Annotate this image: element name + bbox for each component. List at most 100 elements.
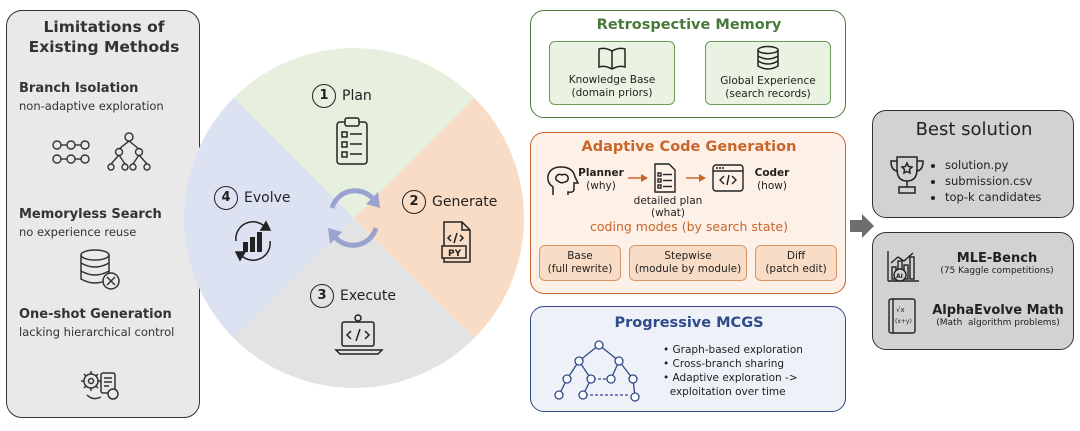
knowledge-base-card: Knowledge Base (domain priors) <box>549 41 675 105</box>
best-item-3: top-k candidates <box>945 189 1041 205</box>
mcgs-bullet-2-text: Cross-branch sharing <box>672 358 785 370</box>
mode-stepwise: Stepwise (module by module) <box>629 245 747 281</box>
python-file-icon: PY <box>441 221 471 263</box>
mcgs-bullet-1-text: Graph-based exploration <box>672 344 803 356</box>
detailed-plan-label: detailed plan (what) <box>629 195 707 219</box>
mle-bench-title: MLE-Bench <box>956 251 1038 266</box>
alphaevolve-title: AlphaEvolve Math <box>932 303 1064 318</box>
mode-diff: Diff (patch edit) <box>755 245 837 281</box>
global-experience-line2: (search records) <box>725 88 811 100</box>
mode-diff-name: Diff <box>786 250 806 262</box>
step-plan-number: 1 <box>312 84 336 108</box>
memoryless-search-heading: Memoryless Search <box>19 207 162 222</box>
mcgs-bullet-2: • Cross-branch sharing <box>663 358 785 370</box>
mode-base-desc: (full rewrite) <box>547 263 613 275</box>
best-solution-box: Best solution solution.py submission.csv… <box>872 110 1074 218</box>
code-window-icon <box>712 164 744 192</box>
trophy-icon <box>890 156 924 194</box>
branch-isolation-sub: non-adaptive exploration <box>19 99 164 113</box>
progressive-mcgs-box: Progressive MCGS • Graph-based explorati… <box>530 306 846 412</box>
mcgs-bullet-4-text: exploitation over time <box>669 386 786 398</box>
knowledge-base-line1: Knowledge Base <box>568 74 656 86</box>
step-generate: 2 Generate <box>402 190 497 214</box>
database-icon <box>757 45 779 70</box>
cycle-diagram <box>184 48 524 388</box>
one-shot-sub: lacking hierarchical control <box>19 325 175 339</box>
mle-bench: MLE-Bench (75 Kaggle competitions) <box>927 251 1067 276</box>
generate-sector <box>354 97 524 339</box>
mode-base-name: Base <box>567 250 593 262</box>
retrospective-memory-box: Retrospective Memory Knowledge Base (dom… <box>530 10 846 118</box>
svg-text:(x+y): (x+y) <box>895 318 912 325</box>
limitations-title-line2: Existing Methods <box>28 38 180 56</box>
step-execute-number: 3 <box>310 284 334 308</box>
adaptive-code-generation-box: Adaptive Code Generation Planner (why) d… <box>530 132 846 294</box>
flow-arrow-icon <box>850 214 874 238</box>
limitations-title: Limitations of Existing Methods <box>7 17 201 57</box>
coding-modes-title: coding modes (by search state) <box>590 219 788 234</box>
detailed-plan-line2: (what) <box>651 207 685 219</box>
mcgs-bullet-3-text: Adaptive exploration -> <box>672 372 798 384</box>
math-book-icon: √x (x+y) <box>888 298 916 334</box>
adaptive-title: Adaptive Code Generation <box>581 139 797 155</box>
mcgs-bullet-4: exploitation over time <box>663 385 803 399</box>
step-plan: 1 Plan <box>312 84 372 108</box>
detailed-plan-line1: detailed plan <box>633 195 703 207</box>
cycle-arrows-icon <box>329 188 379 248</box>
step-generate-number: 2 <box>402 190 426 214</box>
evolve-growth-icon <box>234 220 272 262</box>
mcgs-title: Progressive MCGS <box>614 315 764 331</box>
clipboard-icon <box>336 117 368 165</box>
book-icon <box>598 47 626 70</box>
global-experience-card: Global Experience (search records) <box>705 41 831 105</box>
step-generate-label: Generate <box>432 194 498 210</box>
branch-graph-icon <box>52 132 151 171</box>
evolve-sector <box>184 97 354 339</box>
retrospective-title: Retrospective Memory <box>596 17 782 33</box>
mode-base: Base (full rewrite) <box>539 245 621 281</box>
best-items-list: solution.py submission.csv top-k candida… <box>931 157 1041 205</box>
limitations-panel: Limitations of Existing Methods Branch I… <box>6 10 200 418</box>
coder-title: Coder <box>754 167 790 179</box>
step-execute: 3 Execute <box>310 284 396 308</box>
step-evolve: 4 Evolve <box>214 186 290 210</box>
best-item-1: solution.py <box>945 157 1041 173</box>
svg-text:√x: √x <box>896 306 905 314</box>
arrow-right-icon <box>628 174 648 182</box>
mode-diff-desc: (patch edit) <box>765 263 827 275</box>
mode-stepwise-desc: (module by module) <box>634 263 742 275</box>
py-label: PY <box>448 249 462 259</box>
arrow-right-icon-2 <box>686 174 706 182</box>
step-execute-label: Execute <box>340 288 396 304</box>
best-solution-title: Best solution <box>915 119 1033 140</box>
planner-label: Planner (why) <box>577 167 625 193</box>
alphaevolve-math: AlphaEvolve Math (Math algorithm problem… <box>923 303 1073 328</box>
best-item-2: submission.csv <box>945 173 1041 189</box>
one-shot-heading: One-shot Generation <box>19 307 172 322</box>
mode-stepwise-name: Stepwise <box>664 250 712 262</box>
database-x-icon <box>80 249 120 290</box>
plan-document-icon <box>654 163 676 193</box>
step-plan-label: Plan <box>342 88 372 104</box>
coder-label: Coder (how) <box>749 167 795 193</box>
planner-title: Planner <box>578 167 624 179</box>
mle-bench-sub: (75 Kaggle competitions) <box>940 266 1054 276</box>
search-graph-icon <box>554 340 640 402</box>
alphaevolve-sub: (Math algorithm problems) <box>936 318 1060 328</box>
global-experience-line1: Global Experience <box>720 75 816 87</box>
gear-document-icon <box>81 371 119 400</box>
mcgs-bullets: • Graph-based exploration • Cross-branch… <box>663 343 803 399</box>
mcgs-bullet-1: • Graph-based exploration <box>663 344 803 356</box>
knowledge-base-line2: (domain priors) <box>571 87 653 99</box>
step-evolve-label: Evolve <box>244 190 291 206</box>
branch-isolation-heading: Branch Isolation <box>19 81 139 96</box>
memoryless-search-sub: no experience reuse <box>19 225 137 239</box>
mcgs-bullet-3: • Adaptive exploration -> <box>663 372 798 384</box>
coder-sub: (how) <box>757 180 787 192</box>
planner-sub: (why) <box>586 180 616 192</box>
svg-text:AI: AI <box>896 273 903 280</box>
laptop-code-icon <box>334 314 384 355</box>
ai-chart-icon: AI <box>887 251 919 282</box>
limitations-title-line1: Limitations of <box>43 18 165 36</box>
execute-sector <box>233 218 475 388</box>
